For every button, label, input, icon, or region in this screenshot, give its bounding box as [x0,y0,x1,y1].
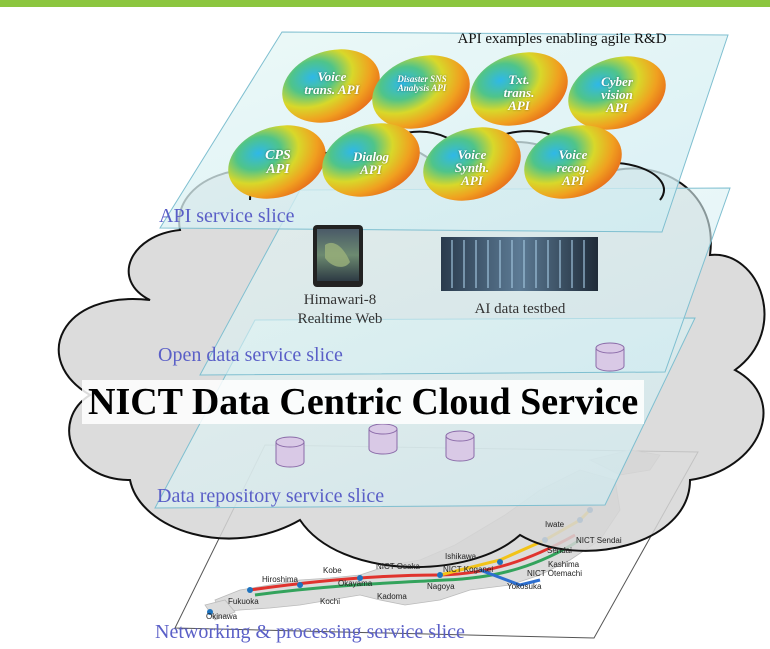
main-title: NICT Data Centric Cloud Service [82,380,645,424]
api-service-slice-label: API service slice [159,205,295,227]
api-label-voice-recog: Voice recog. API [556,147,590,188]
api-label-cyber-vision: Cyber vision API [601,74,633,115]
top-accent-bar [0,0,770,7]
map-label: Okayama [338,579,373,588]
api-ellipse-cyber-vision [568,56,666,130]
map-label: Kadoma [377,592,407,601]
api-ellipse-disaster-sns [372,55,470,129]
database-icon [445,430,475,462]
himawari-caption-line1: Himawari-8 [303,292,377,308]
map-label: Nagoya [427,582,455,591]
himawari-phone-image [313,225,363,287]
map-label: NICT Osaka [376,562,420,571]
map-label: NICT Sendai [576,536,622,545]
map-label: Iwate [545,520,565,529]
database-cylinders [275,342,625,468]
map-label: NICT Koganei [443,565,494,574]
api-label-voice-synth: Voice Synth. API [454,147,490,188]
data-repository-service-slice-label: Data repository service slice [157,485,385,507]
api-label-cps: CPS API [265,148,291,177]
map-label: Fukuoka [228,597,259,606]
api-ellipse-voice-recog [524,125,622,199]
api-ellipse-txt-trans [470,52,568,126]
map-label: Sendai [547,546,572,555]
api-label-disaster-sns: Disaster SNS Analysis API [397,74,447,93]
open-data-service-slice-label: Open data service slice [158,344,343,366]
map-label: Hiroshima [262,575,299,584]
api-examples-label: API examples enabling agile R&D [457,31,667,47]
map-label: Okinawa [206,612,238,621]
api-ellipse-voice-synth [423,127,521,201]
api-ellipse-dialog [322,123,420,197]
himawari-caption-line2: Realtime Web [297,311,383,327]
map-label: Ishikawa [445,552,477,561]
api-ellipse-voice-trans [282,49,380,123]
database-icon [275,436,305,468]
map-label: Yokosuka [507,582,542,591]
map-label: NICT Otemachi [527,569,582,578]
database-icon [595,342,625,372]
database-icon [368,423,398,455]
ai-testbed-caption: AI data testbed [474,301,566,317]
networking-service-slice-label: Networking & processing service slice [155,621,465,643]
map-label: Kashima [548,560,580,569]
api-ellipses [228,49,666,201]
ai-testbed-server-image [441,237,598,291]
api-label-dialog: Dialog API [352,149,390,177]
api-label-txt-trans: Txt. trans. API [503,72,535,113]
map-label: Kochi [320,597,341,606]
api-label-voice-trans: Voice trans. API [304,69,360,97]
map-label: Kobe [323,566,342,575]
api-ellipse-cps [228,125,326,199]
